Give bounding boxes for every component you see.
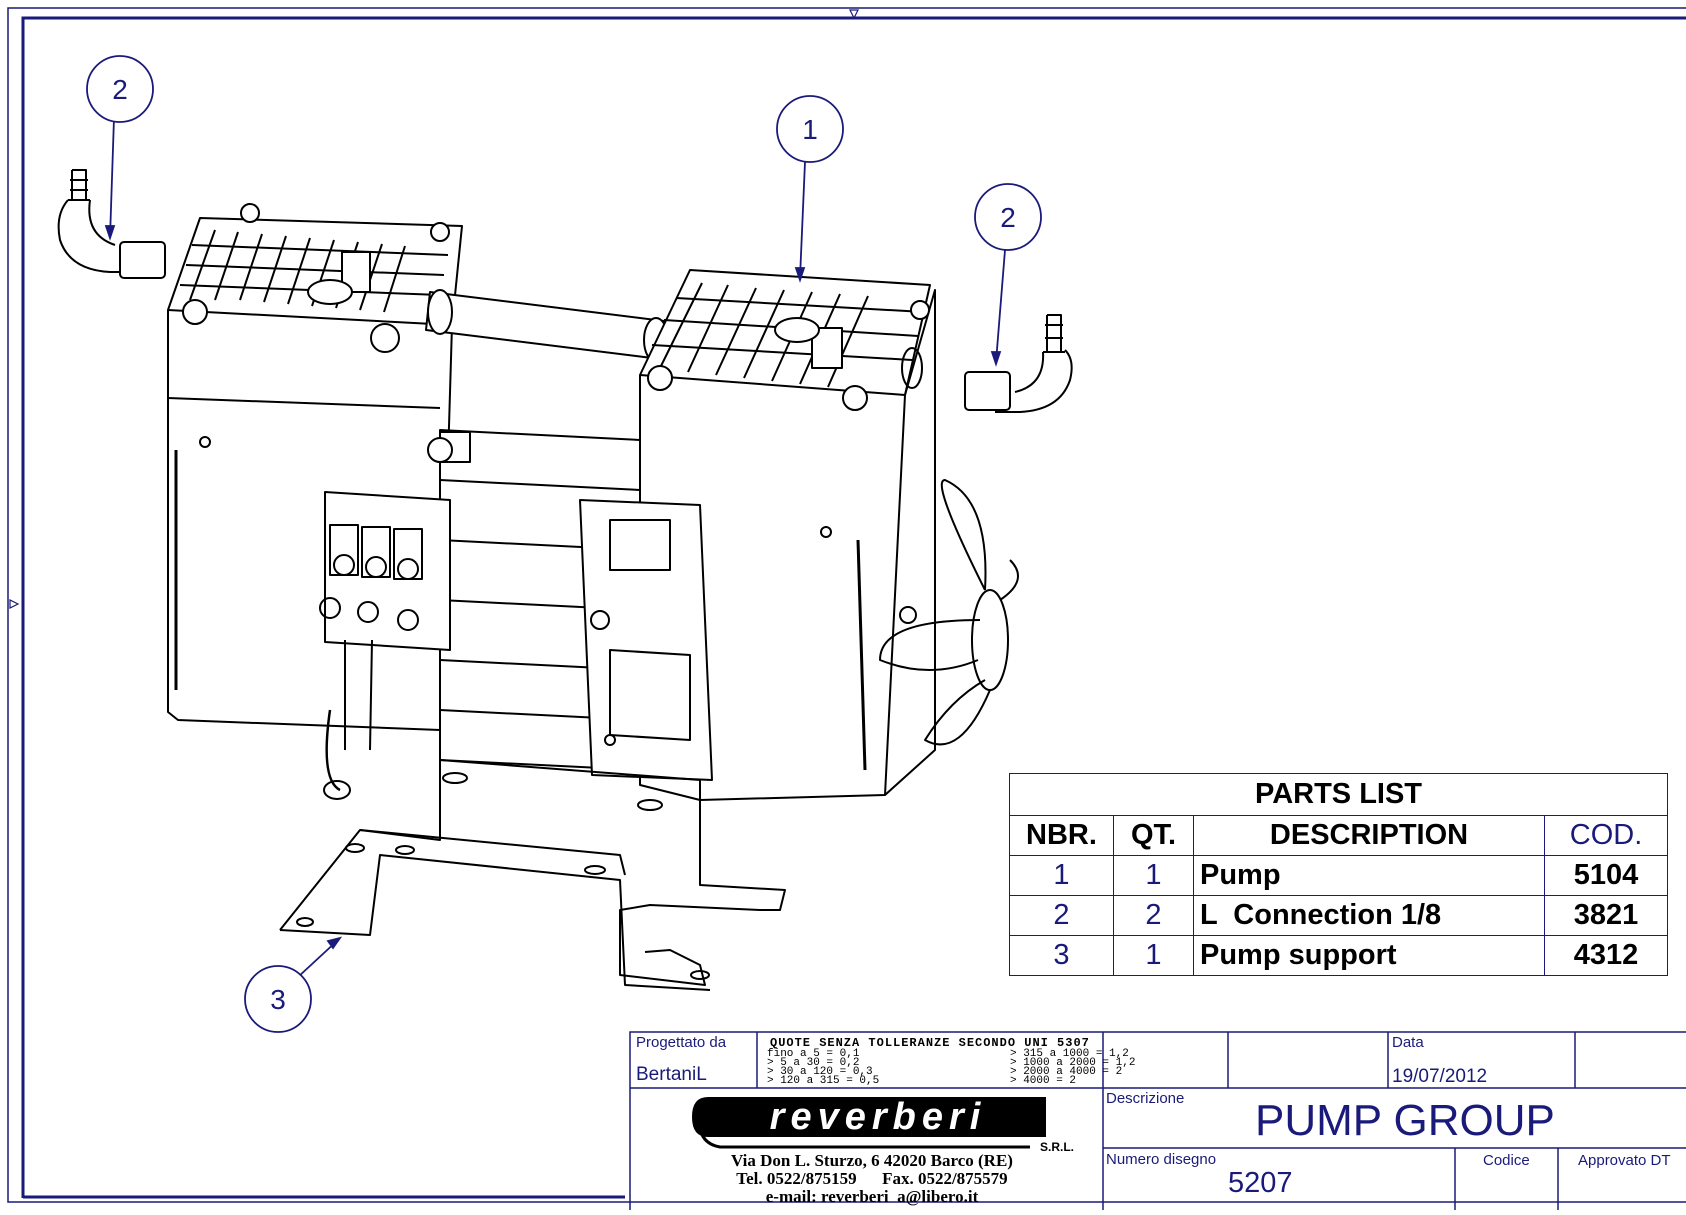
designed-by-label: Progettato da [636,1034,727,1051]
row-cod: 3821 [1543,895,1669,936]
tolerance-line: > 120 a 315 = 0,5 [767,1075,880,1087]
code-label: Codice [1483,1152,1530,1169]
cooling-fan [879,479,1019,746]
address-line: e-mail: reverberi a@libero.it [765,1187,979,1206]
designed-by-value: BertaniL [636,1064,707,1085]
pump-support-bracket [279,759,786,991]
balloon-label: 2 [112,74,128,105]
row-qt: 2 [1113,895,1194,936]
balloon-label: 1 [802,114,818,145]
motor-body [439,429,713,781]
drawing-number-label: Numero disegno [1106,1151,1217,1168]
leader-line [109,117,115,239]
balloon-labels: 2 1 2 3 [112,74,1016,1015]
row-description: Pump [1193,855,1545,896]
tolerance-line: > 2000 a 4000 = 2 [1010,1066,1123,1078]
header-nbr: NBR. [1009,815,1114,856]
left-pump-head [167,203,463,731]
balloon-label: 2 [1000,202,1016,233]
header-cod: COD. [1543,815,1669,856]
company-suffix: S.R.L. [1040,1140,1075,1154]
tolerance-right: > 315 a 1000 = 1,2 > 1000 a 2000 = 1,2 >… [1010,1048,1136,1087]
balloon-2-right [974,183,1042,251]
balloon-2-left [86,55,154,123]
header-description: DESCRIPTION [1193,815,1545,856]
logo-wordmark: reverberi [770,1096,987,1138]
header-qt: QT. [1113,815,1194,856]
tolerance-line: > 1000 a 2000 = 1,2 [1010,1057,1136,1069]
description-label: Descrizione [1106,1090,1185,1107]
table-row: 3 1 Pump support 4312 [1009,935,1669,976]
table-row: 1 1 Pump 5104 [1009,855,1669,896]
description-value: PUMP GROUP [1255,1096,1555,1145]
outer-border [7,7,1686,1203]
balloon-3 [244,965,312,1033]
callout-balloons [86,55,1042,1033]
tolerance-line: > 5 a 30 = 0,2 [767,1057,860,1069]
tolerance-line: > 30 a 120 = 0,3 [767,1066,873,1078]
company-address: Via Don L. Sturzo, 6 42020 Barco (RE) Te… [662,1152,1082,1206]
approved-label: Approvato DT [1578,1152,1671,1169]
date-value: 19/07/2012 [1392,1066,1488,1087]
date-label: Data [1392,1034,1424,1051]
l-connection-right [964,314,1073,413]
row-nbr: 1 [1009,855,1114,896]
leader-line [799,161,806,279]
parts-list-header: NBR. QT. DESCRIPTION COD. [1009,815,1669,856]
row-nbr: 3 [1009,935,1114,976]
centering-mark-left [9,599,20,609]
tolerance-left: fino a 5 = 0,1 > 5 a 30 = 0,2 > 30 a 120… [767,1048,880,1087]
address-line: Via Don L. Sturzo, 6 42020 Barco (RE) [731,1151,1013,1170]
logo-mark: reverberi [692,1096,1046,1149]
address-line: Tel. 0522/875159 Fax. 0522/875579 [736,1169,1008,1188]
right-pump-head [639,269,936,801]
pump-assembly-drawing [57,169,1073,991]
leader-arrow [326,936,343,950]
connecting-tube [425,289,673,363]
balloon-1 [776,95,844,163]
tolerance-note: QUOTE SENZA TOLLERANZE SECONDO UNI 5307 [770,1036,1090,1050]
row-qt: 1 [1113,935,1194,976]
l-connection-left [57,169,166,279]
drawing-number-value: 5207 [1228,1167,1293,1199]
title-block-grid [629,1031,1686,1213]
centering-mark-top [849,9,859,20]
row-cod: 5104 [1543,855,1669,896]
leader-line [995,249,1006,363]
inner-border [21,16,1686,1198]
terminal-block [319,431,471,800]
company-logo: reverberi [690,1093,1046,1151]
row-nbr: 2 [1009,895,1114,936]
parts-list-table: PARTS LIST NBR. QT. DESCRIPTION COD. 1 1… [1008,773,1669,976]
table-row: 2 2 L Connection 1/8 3821 [1009,895,1669,936]
parts-list-title: PARTS LIST [1008,773,1669,816]
row-qt: 1 [1113,855,1194,896]
row-description: Pump support [1193,935,1545,976]
tolerance-line: > 315 a 1000 = 1,2 [1010,1048,1129,1060]
row-description: L Connection 1/8 [1193,895,1545,936]
leader-arrow [794,267,806,283]
leader-arrow [990,351,1002,367]
tolerance-line: fino a 5 = 0,1 [767,1048,860,1060]
tolerance-line: > 4000 = 2 [1010,1075,1077,1087]
balloon-label: 3 [270,984,286,1015]
row-cod: 4312 [1543,935,1669,976]
leader-arrow [104,225,116,241]
